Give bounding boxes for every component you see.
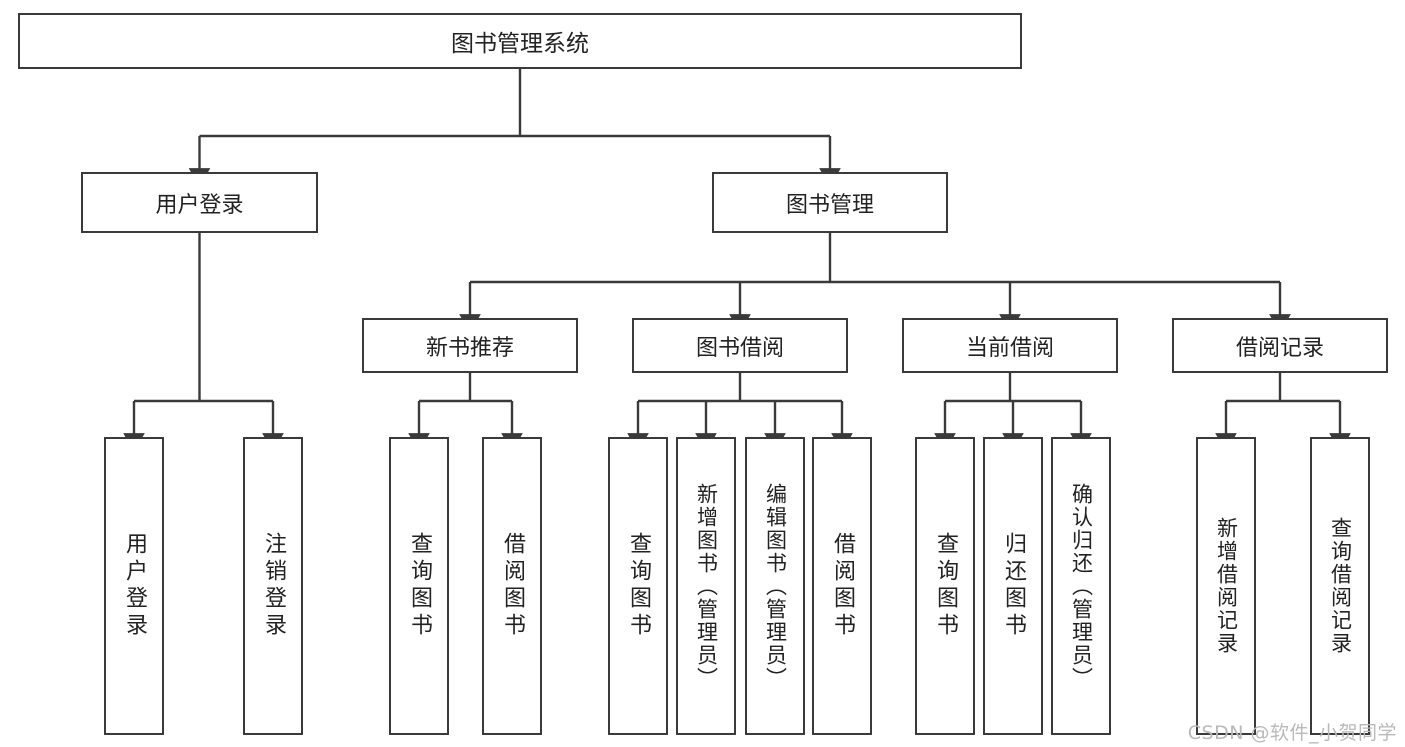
node-new-book-recommend[interactable]: 新书推荐 <box>362 318 578 373</box>
node-br-query-record[interactable]: 查询借阅记录 <box>1310 437 1370 735</box>
node-bb-borrow-book[interactable]: 借阅图书 <box>812 437 872 735</box>
node-bb-add-book[interactable]: 新增图书（管理员） <box>676 437 736 735</box>
node-user-login-do[interactable]: 用户登录 <box>104 437 164 735</box>
node-book-borrow[interactable]: 图书借阅 <box>632 318 848 373</box>
node-label-bb-borrow-book: 借阅图书 <box>830 532 855 640</box>
node-nbr-query-book[interactable]: 查询图书 <box>389 437 449 735</box>
node-br-add-record[interactable]: 新增借阅记录 <box>1196 437 1256 735</box>
node-label-nbr-query-book: 查询图书 <box>407 532 432 640</box>
node-user-logout[interactable]: 注销登录 <box>243 437 303 735</box>
node-label-bb-query-book: 查询图书 <box>626 532 651 640</box>
node-bb-edit-book[interactable]: 编辑图书（管理员） <box>745 437 805 735</box>
node-label-bb-add-book: 新增图书（管理员） <box>694 482 719 690</box>
node-label-br-query-record: 查询借阅记录 <box>1328 517 1353 655</box>
node-label-user-logout: 注销登录 <box>261 532 286 640</box>
node-label-bb-edit-book: 编辑图书（管理员） <box>763 482 788 690</box>
node-label-cb-query-book: 查询图书 <box>933 532 958 640</box>
node-label-br-add-record: 新增借阅记录 <box>1214 517 1239 655</box>
node-root[interactable]: 图书管理系统 <box>18 13 1022 69</box>
node-label-cb-return-book: 归还图书 <box>1001 532 1026 640</box>
node-bb-query-book[interactable]: 查询图书 <box>608 437 668 735</box>
node-label-book-manage: 图书管理 <box>785 192 874 218</box>
node-label-user-login: 用户登录 <box>155 192 244 218</box>
node-book-manage[interactable]: 图书管理 <box>712 172 948 233</box>
node-label-new-book-recommend: 新书推荐 <box>425 335 514 361</box>
node-current-borrow[interactable]: 当前借阅 <box>902 318 1118 373</box>
node-cb-confirm-return[interactable]: 确认归还（管理员） <box>1051 437 1111 735</box>
node-label-cb-confirm-return: 确认归还（管理员） <box>1069 482 1094 690</box>
node-label-root: 图书管理系统 <box>451 31 589 57</box>
node-label-nbr-borrow-book: 借阅图书 <box>500 532 525 640</box>
node-cb-query-book[interactable]: 查询图书 <box>915 437 975 735</box>
csdn-watermark: CSDN @软件_小贺同学 <box>1187 722 1397 744</box>
node-nbr-borrow-book[interactable]: 借阅图书 <box>482 437 542 735</box>
node-cb-return-book[interactable]: 归还图书 <box>983 437 1043 735</box>
node-user-login[interactable]: 用户登录 <box>81 172 318 233</box>
node-label-current-borrow: 当前借阅 <box>965 335 1054 361</box>
node-borrow-record[interactable]: 借阅记录 <box>1172 318 1388 373</box>
node-label-user-login-do: 用户登录 <box>122 532 147 640</box>
node-label-book-borrow: 图书借阅 <box>695 335 784 361</box>
node-label-borrow-record: 借阅记录 <box>1235 335 1324 361</box>
